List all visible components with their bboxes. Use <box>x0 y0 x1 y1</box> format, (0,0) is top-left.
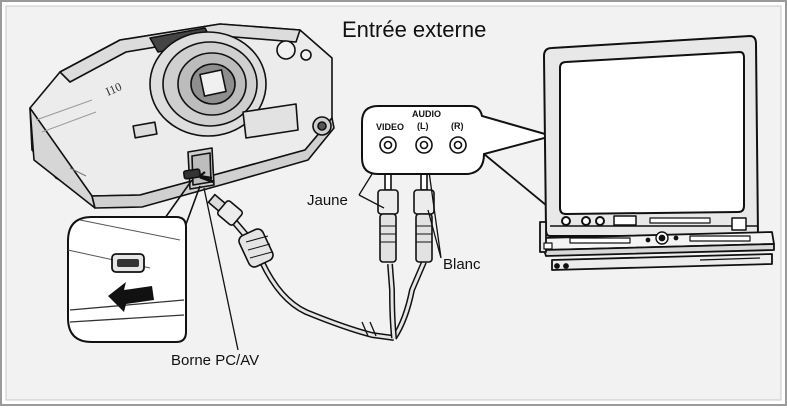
external-input-label: Entrée externe <box>342 17 487 42</box>
jack-video-label: VIDEO <box>376 122 405 132</box>
camera-illustration <box>29 23 335 209</box>
rca-plug-white <box>413 169 435 263</box>
terminal-label: Borne PC/AV <box>171 352 260 369</box>
yellow-label: Jaune <box>307 192 348 209</box>
video-recorder <box>539 221 775 271</box>
input-jack-panel <box>361 105 556 211</box>
jack-audio-label: AUDIO <box>412 109 441 119</box>
rca-plug-yellow <box>377 169 399 263</box>
port-zoom-callout <box>67 179 201 343</box>
white-label: Blanc <box>443 256 481 273</box>
cable-plug <box>207 193 274 268</box>
television <box>543 35 759 237</box>
jack-right-label: (R) <box>451 121 464 131</box>
camera-model-text: I10 <box>104 79 124 98</box>
jack-left-label: (L) <box>417 121 429 131</box>
terminal-leader-line <box>203 187 239 351</box>
